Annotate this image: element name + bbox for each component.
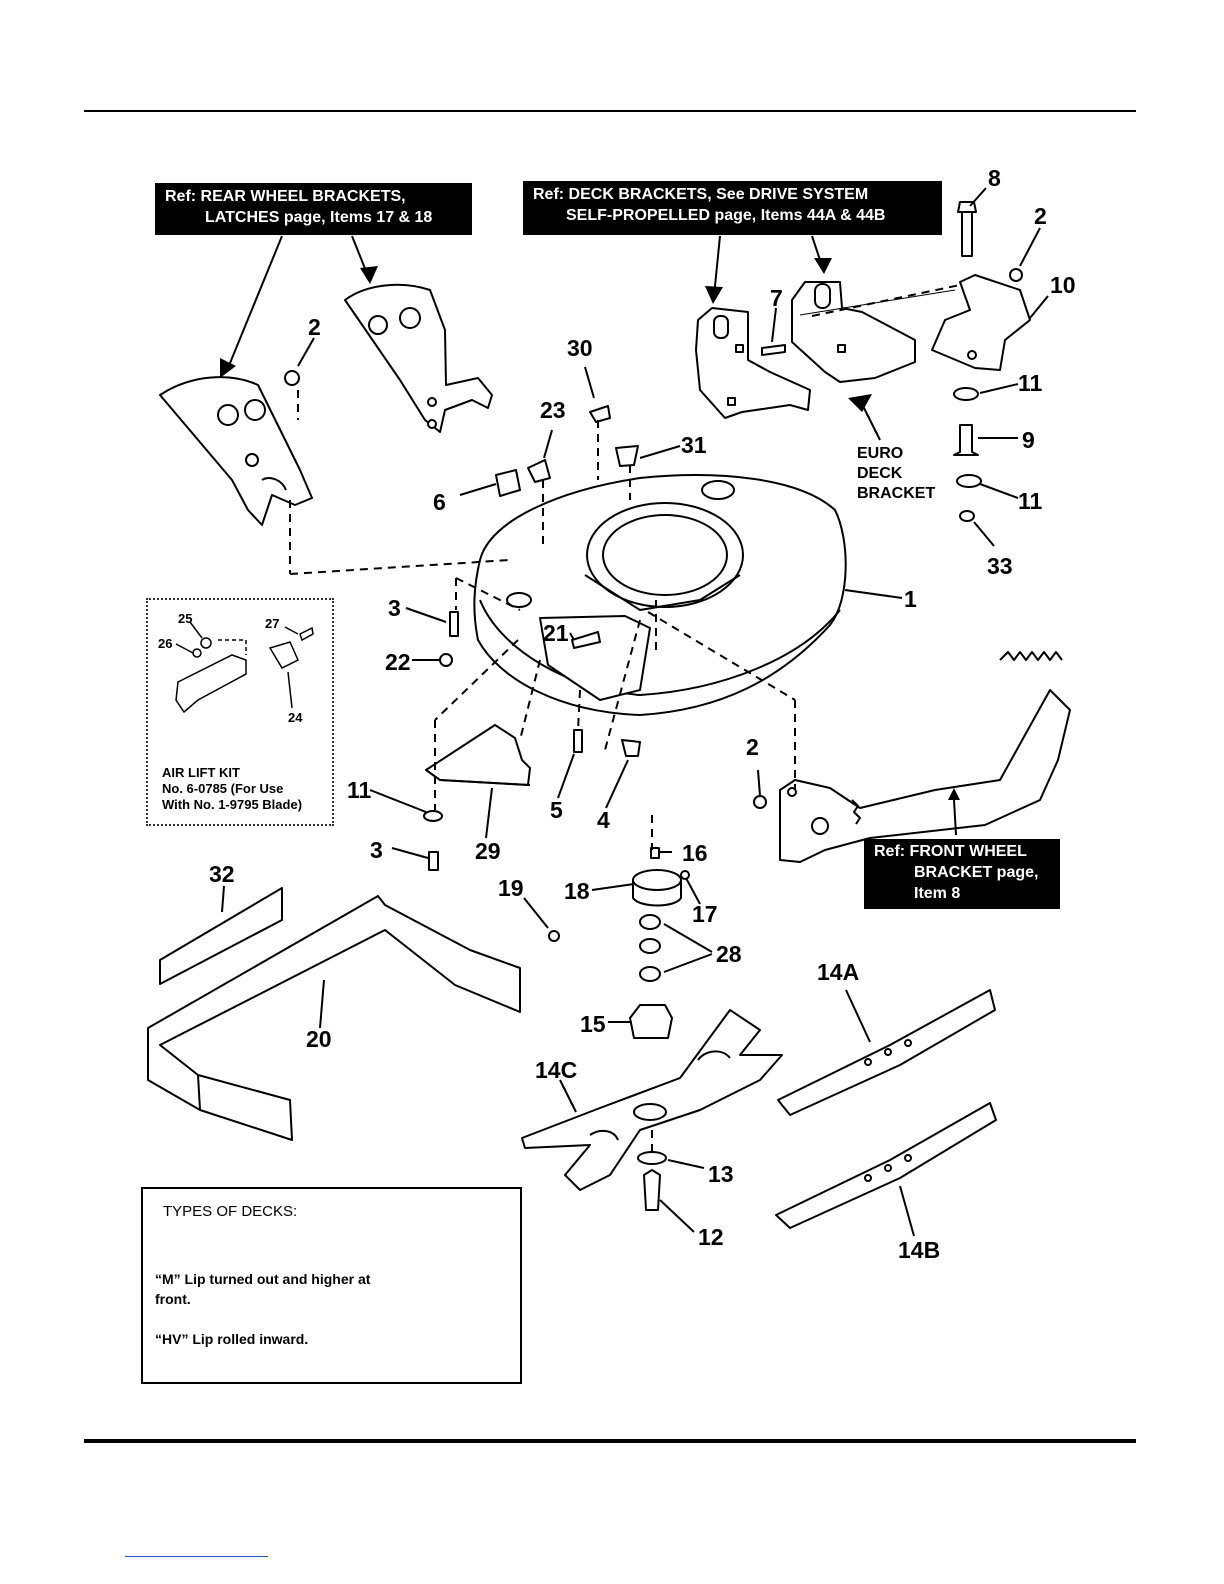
callout-31: 31	[681, 432, 707, 458]
air-lift-parts	[175, 626, 314, 714]
callout-18: 18	[564, 878, 590, 904]
callout-28: 28	[716, 941, 742, 967]
euro-deck-bracket-label: EURO DECK BRACKET	[857, 444, 935, 504]
air-lift-kit-inset: 25 26 27 24 AIR LIFT KIT No. 6-0785 (For…	[146, 598, 334, 826]
deck-bracket-left	[695, 307, 811, 419]
bottom-rule	[84, 1439, 1136, 1443]
callout-2: 2	[746, 734, 759, 760]
air-lift-part-number: No. 6-0785 (For Use	[162, 781, 284, 796]
callout-5: 5	[550, 797, 563, 823]
inset-label-25: 25	[178, 611, 193, 626]
ref-deck-line1: Ref: DECK BRACKETS, See DRIVE SYSTEM	[533, 186, 869, 203]
callout-11: 11	[347, 777, 372, 803]
callout-21: 21	[543, 620, 569, 646]
top-rule	[84, 110, 1136, 112]
callout-7: 7	[770, 285, 783, 311]
hv-lip-description: “HV” Lip rolled inward.	[155, 1331, 309, 1347]
callout-16: 16	[682, 840, 708, 866]
callout-11: 11	[1018, 488, 1043, 514]
callout-19: 19	[498, 875, 524, 901]
callout-3: 3	[388, 595, 401, 621]
baffle-plate	[425, 724, 531, 786]
inset-label-27: 27	[265, 616, 280, 631]
air-lift-blade-note: With No. 1-9795 Blade)	[162, 797, 303, 812]
callout-23: 23	[540, 397, 566, 423]
callout-30: 30	[567, 335, 593, 361]
ref-deck-brackets: Ref: DECK BRACKETS, See DRIVE SYSTEM SEL…	[523, 181, 942, 235]
ref-front-wheel-bracket: Ref: FRONT WHEEL BRACKET page, Item 8	[864, 839, 1060, 909]
deck-bracket-right	[791, 281, 916, 383]
callout-20: 20	[306, 1026, 332, 1052]
m-lip-line2: front.	[155, 1291, 191, 1307]
callout-14a: 14A	[817, 959, 860, 985]
callout-12: 12	[698, 1224, 724, 1250]
euro-deck-bracket	[931, 274, 1031, 371]
callout-11: 11	[1018, 370, 1043, 396]
rear-wheel-bracket-left	[159, 376, 313, 526]
callout-17: 17	[692, 901, 718, 927]
callout-29: 29	[475, 838, 501, 864]
callout-15: 15	[580, 1011, 606, 1037]
air-lift-title: AIR LIFT KIT	[162, 765, 240, 780]
callout-32: 32	[209, 861, 235, 887]
rear-trailing-shield	[147, 895, 521, 1141]
ref-deck-line2: SELF-PROPELLED page, Items 44A & 44B	[566, 207, 886, 224]
callout-10: 10	[1050, 272, 1076, 298]
callout-2: 2	[1034, 203, 1047, 229]
blade-14b	[775, 1102, 997, 1229]
callout-9: 9	[1022, 427, 1035, 453]
m-lip-line1: “M” Lip turned out and higher at	[155, 1271, 371, 1287]
ref-front-line3: Item 8	[914, 885, 961, 902]
callout-3: 3	[370, 837, 383, 863]
rear-wheel-bracket-right	[344, 283, 493, 433]
blade-14c	[521, 1009, 783, 1191]
callout-6: 6	[433, 489, 446, 515]
deck-housing	[473, 474, 847, 716]
types-of-decks-box: TYPES OF DECKS: “M” Lip turned out and h…	[141, 1187, 522, 1384]
hardware	[284, 201, 1023, 942]
ref-rear-line1: Ref: REAR WHEEL BRACKETS,	[165, 188, 406, 205]
front-wheel-bracket	[779, 651, 1071, 863]
inset-label-26: 26	[158, 636, 173, 651]
ref-front-line1: Ref: FRONT WHEEL	[874, 843, 1027, 860]
m-lip-description: “M” Lip turned out and higher at front.	[155, 1269, 370, 1309]
ref-rear-wheel-brackets: Ref: REAR WHEEL BRACKETS, LATCHES page, …	[155, 183, 472, 235]
callout-14c: 14C	[535, 1057, 578, 1083]
inset-label-24: 24	[288, 710, 303, 725]
types-of-decks-title: TYPES OF DECKS:	[163, 1203, 298, 1220]
spindle-stack	[629, 869, 682, 1211]
footer-link[interactable]	[125, 1556, 268, 1557]
callout-4: 4	[597, 807, 610, 833]
callout-22: 22	[385, 649, 411, 675]
euro-line-3: BRACKET	[857, 485, 936, 502]
euro-line-2: DECK	[857, 465, 903, 482]
euro-line-1: EURO	[857, 445, 904, 462]
decal-plate	[159, 887, 283, 985]
callout-33: 33	[987, 553, 1013, 579]
blade-14a	[777, 989, 996, 1116]
callout-13: 13	[708, 1161, 734, 1187]
ref-rear-line2: LATCHES page, Items 17 & 18	[205, 209, 433, 226]
ref-front-line2: BRACKET page,	[914, 864, 1039, 881]
callout-8: 8	[988, 165, 1001, 191]
callout-1: 1	[904, 586, 917, 612]
callout-2: 2	[308, 314, 321, 340]
callout-14b: 14B	[898, 1237, 941, 1263]
